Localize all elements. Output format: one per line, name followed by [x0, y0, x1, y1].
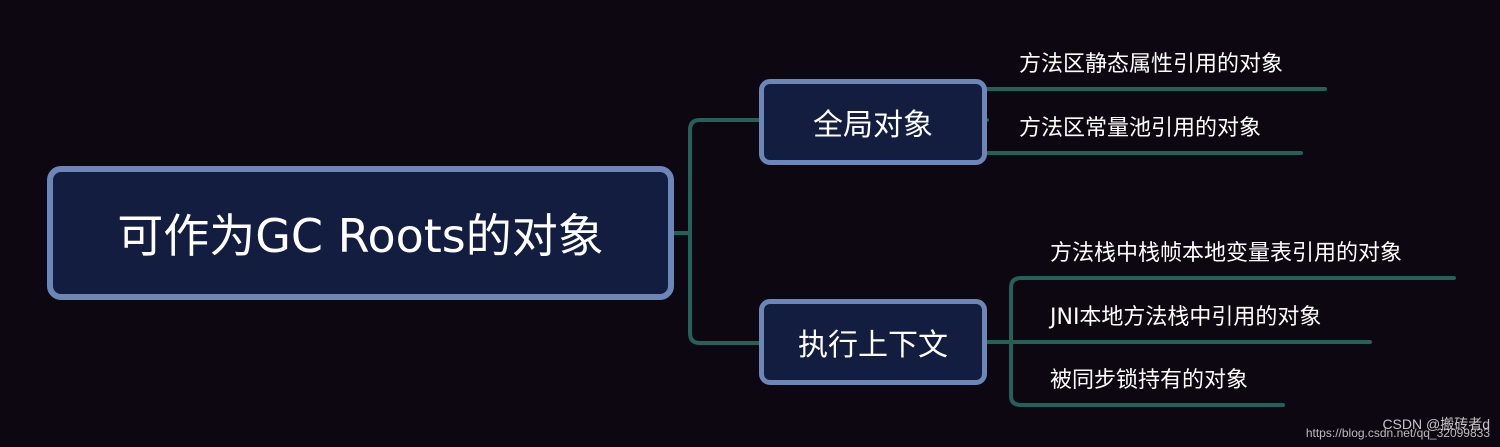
leaf-node-jni-native-stack: JNI本地方法栈中引用的对象 — [1050, 305, 1322, 330]
root-node: 可作为GC Roots的对象 — [47, 166, 674, 300]
root-node-label: 可作为GC Roots的对象 — [117, 209, 604, 263]
watermark-brand: CSDN @搬砖者d — [1382, 416, 1490, 432]
leaf-node-sync-lock-held: 被同步锁持有的对象 — [1050, 368, 1249, 393]
watermark-url: https://blog.csdn.net/qq_32099833 — [1305, 426, 1490, 440]
branch-node-label: 执行上下文 — [798, 328, 948, 363]
connector-context-leaf-2 — [1009, 340, 1285, 407]
branch-node-label: 全局对象 — [813, 108, 933, 143]
branch-node-execution-context: 执行上下文 — [759, 299, 987, 385]
connector-context-leaf-0 — [985, 276, 1456, 344]
leaf-node-method-area-constant-pool: 方法区常量池引用的对象 — [1019, 116, 1262, 141]
connector-root-context — [688, 231, 761, 345]
leaf-node-stack-frame-locals: 方法栈中栈帧本地变量表引用的对象 — [1050, 241, 1403, 266]
branch-node-global-objects: 全局对象 — [759, 79, 987, 165]
watermark: CSDN @搬砖者d https://blog.csdn.net/qq_3209… — [1305, 417, 1490, 440]
connector-root-global — [672, 118, 761, 235]
leaf-node-method-area-static: 方法区静态属性引用的对象 — [1019, 52, 1284, 77]
